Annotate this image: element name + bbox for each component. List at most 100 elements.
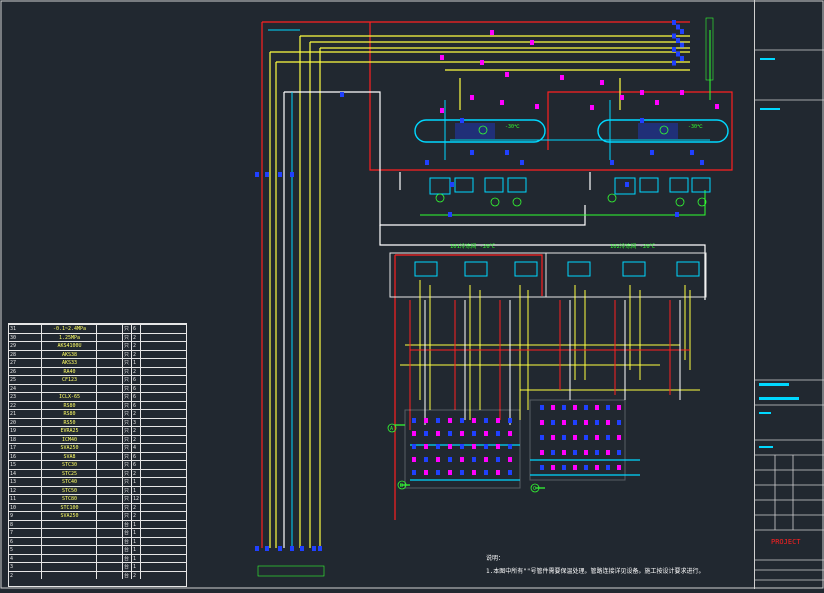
table-cell-b: 6 [131,461,140,469]
table-cell-a: 台 [122,520,130,529]
table-cell-spec: STC50 [41,486,96,495]
valve-icon [496,444,500,449]
table-cell-unit [96,418,122,427]
valve-icon [617,465,621,470]
table-cell-unit [96,367,122,376]
valve-icon [448,444,452,449]
valve-icon [540,405,544,410]
node-b: B [400,483,403,489]
title-block-lines [755,49,824,581]
table-cell-note [140,520,188,529]
table-cell-unit [96,546,122,554]
table-cell-no: 20 [10,419,17,426]
table-cell-a: 只 [122,452,130,461]
table-cell-spec [41,384,96,393]
table-cell-unit [96,512,122,520]
table-cell-a: 台 [122,546,130,554]
table-cell-no: 7 [10,530,14,537]
table-cell-unit [96,342,122,350]
table-cell-no: 14 [10,470,17,477]
valve-icon [562,420,566,425]
table-cell-b: 2 [131,571,140,580]
table-cell-note [140,537,188,546]
valve-icon [470,95,474,100]
table-cell-note [140,529,188,537]
valve-icon [318,546,322,551]
room-101-title: 101冷冻间 -20℃ [450,242,496,250]
valve-icon [448,431,452,436]
valve-icon [278,172,282,177]
valve-icon [551,435,555,440]
valve-icon [595,450,599,455]
table-cell-spec: SVA250 [41,444,96,452]
table-cell-spec: AKS33 [41,359,96,367]
table-cell-no: 31 [10,326,17,332]
table-cell-a: 只 [122,461,130,469]
valve-icon [436,457,440,462]
valve-icon [540,450,544,455]
valve-icon [562,450,566,455]
table-cell-a: 只 [122,367,130,376]
valve-icon [672,33,676,39]
table-cell-no: 16 [10,453,17,460]
table-cell-unit [96,537,122,546]
valve-icon [424,444,428,449]
table-cell-a: 只 [122,393,130,401]
valve-icon [672,60,676,66]
table-cell-a: 只 [122,384,130,393]
table-cell-spec [41,554,96,563]
valve-icon [470,150,474,155]
valve-icon [551,450,555,455]
table-cell-no: 23 [10,394,17,401]
title-block: PROJECT [754,0,824,589]
receiver-right-tag: -30℃ [688,124,703,130]
table-cell-note [140,427,188,435]
table-cell-a: 只 [122,512,130,520]
table-cell-spec: ICM40 [41,435,96,444]
table-cell-note [140,563,188,571]
air-coolers [414,261,700,277]
valve-icon [560,75,564,80]
valve-icon [680,42,684,48]
valve-icon [617,450,621,455]
table-cell-unit [96,469,122,478]
table-cell-note [140,546,188,554]
table-cell-b: 1 [131,486,140,495]
valve-icon [312,546,316,551]
table-cell-b: 6 [131,384,140,393]
table-cell-b: 12 [131,495,140,503]
valve-icon [606,420,610,425]
valve-icon [617,435,621,440]
valve-icon [535,104,539,109]
table-cell-a: 只 [122,410,130,418]
table-cell-no: 28 [10,351,17,358]
valve-icon [412,470,416,475]
table-cell-note [140,495,188,503]
table-cell-spec: ICLX-65 [41,393,96,401]
table-cell-a: 只 [122,503,130,512]
valve-icon [440,108,444,113]
table-cell-no: 29 [10,343,17,350]
table-cell-no: 30 [10,334,17,341]
valve-icon [676,24,680,30]
valve-icon [640,90,644,95]
valve-station-left [404,409,521,489]
table-cell-b: 1 [131,478,140,486]
table-cell-a: 只 [122,469,130,478]
valve-icon [617,420,621,425]
station-headers [395,424,640,489]
table-cell-note [140,469,188,478]
valve-icon [540,465,544,470]
table-cell-unit [96,350,122,359]
valve-icon [573,405,577,410]
table-cell-b: 1 [131,537,140,546]
pump-units [429,177,711,195]
valve-icon [606,405,610,410]
